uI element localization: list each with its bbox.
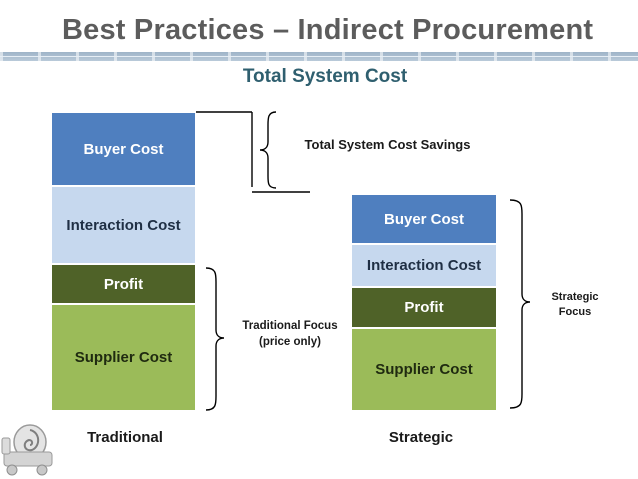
strategic-profit: Profit xyxy=(351,287,497,328)
page-title: Best Practices – Indirect Procurement xyxy=(62,14,594,46)
diagram-subtitle: Total System Cost xyxy=(242,66,408,87)
traditional-interaction-cost: Interaction Cost xyxy=(51,186,196,264)
corner-logo-icon xyxy=(1,424,53,476)
strategic-focus-line2: Focus xyxy=(558,306,592,318)
traditional-focus-label: Traditional Focus (price only) xyxy=(230,318,350,350)
title-divider-band xyxy=(0,52,638,61)
strategic-focus-brace-icon xyxy=(509,199,531,409)
traditional-caption: Traditional xyxy=(87,429,163,446)
strategic-supplier-cost: Supplier Cost xyxy=(351,328,497,411)
strategic-caption: Strategic xyxy=(388,429,454,446)
traditional-supplier-cost: Supplier Cost xyxy=(51,304,196,411)
traditional-focus-brace-icon xyxy=(205,267,225,411)
strategic-focus-label: Strategic Focus xyxy=(536,290,614,320)
traditional-buyer-cost: Buyer Cost xyxy=(51,112,196,186)
traditional-focus-line1: Traditional Focus xyxy=(242,320,338,332)
savings-brace-icon xyxy=(259,111,277,189)
traditional-focus-line2: (price only) xyxy=(259,336,321,348)
strategic-interaction-cost: Interaction Cost xyxy=(351,244,497,287)
strategic-buyer-cost: Buyer Cost xyxy=(351,194,497,244)
savings-label: Total System Cost Savings xyxy=(304,137,471,152)
traditional-profit: Profit xyxy=(51,264,196,304)
strategic-focus-line1: Strategic xyxy=(551,291,599,303)
